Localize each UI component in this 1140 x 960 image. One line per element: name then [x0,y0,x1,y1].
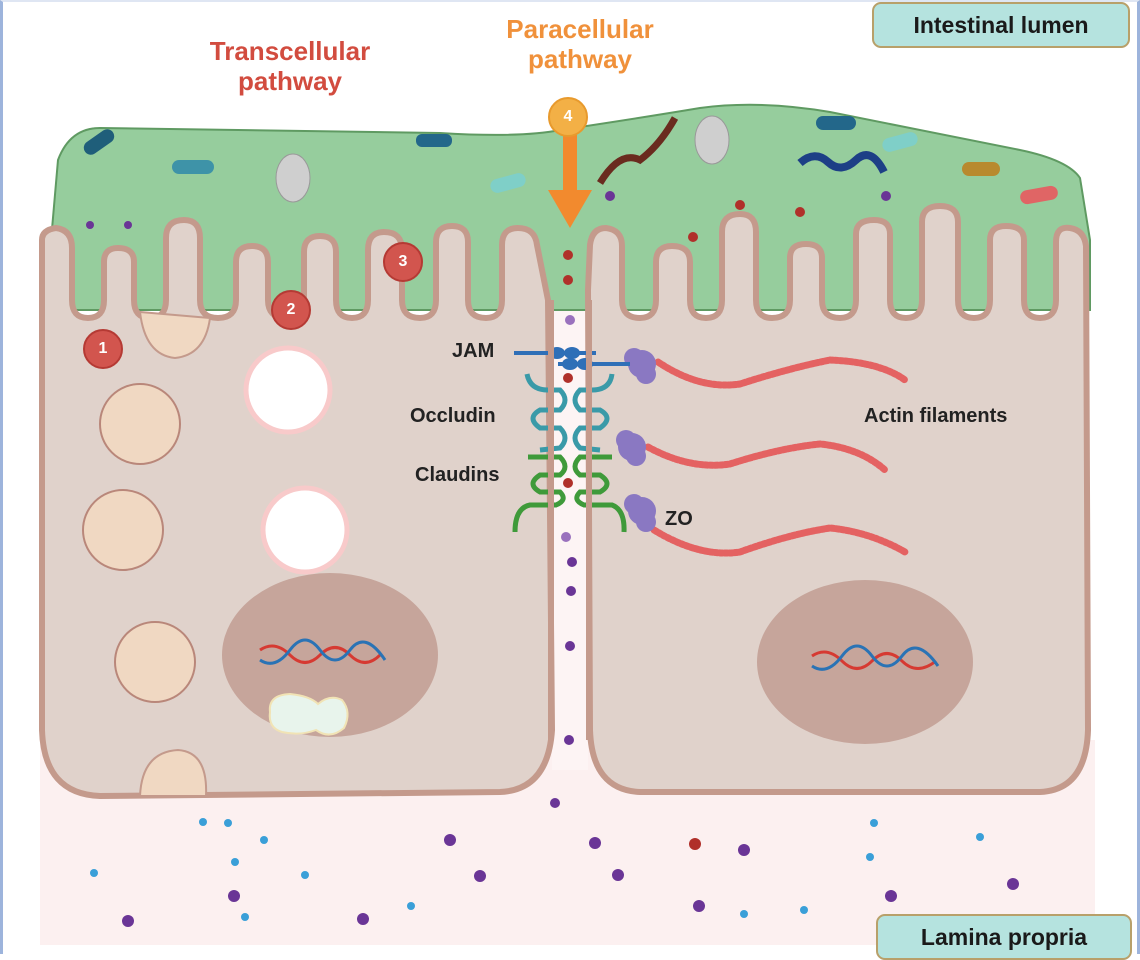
intestinal-lumen-label: Intestinal lumen [872,2,1130,48]
paracellular-arrow [548,135,592,228]
step-badge-4: 4 [548,97,588,137]
basal-vesicle [138,748,208,797]
paracellular-pathway-title: Paracellular pathway [506,14,654,74]
jam-label: JAM [452,340,495,362]
occludin-label: Occludin [410,405,496,427]
occludin-protein [524,373,615,453]
microbes [83,115,1058,205]
lamina-propria-label: Lamina propria [876,914,1132,960]
molecules [86,191,1019,927]
zo-label: ZO [665,508,693,530]
apical-vesicle [138,310,212,360]
dna-icon-right [811,644,940,671]
step-badge-2: 2 [271,290,311,330]
step-badge-3: 3 [383,242,423,282]
dna-icon-left [259,638,387,665]
vesicles [82,310,350,797]
vesicle-2 [82,489,164,571]
nucleus-right [757,580,973,744]
claudin-proteins [512,454,627,533]
vesicle-1 [99,383,181,465]
step-badge-1: 1 [83,329,123,369]
transcellular-pathway-title: Transcellular pathway [209,36,371,96]
nucleus-left [222,573,438,737]
endosome-1 [243,345,333,435]
vesicle-3 [114,621,196,703]
actin-filaments [644,356,909,557]
phagolysosome [268,692,349,736]
claudins-label: Claudins [415,464,500,486]
actin-filaments-label: Actin filaments [864,405,1008,427]
endosome-2 [260,485,350,575]
